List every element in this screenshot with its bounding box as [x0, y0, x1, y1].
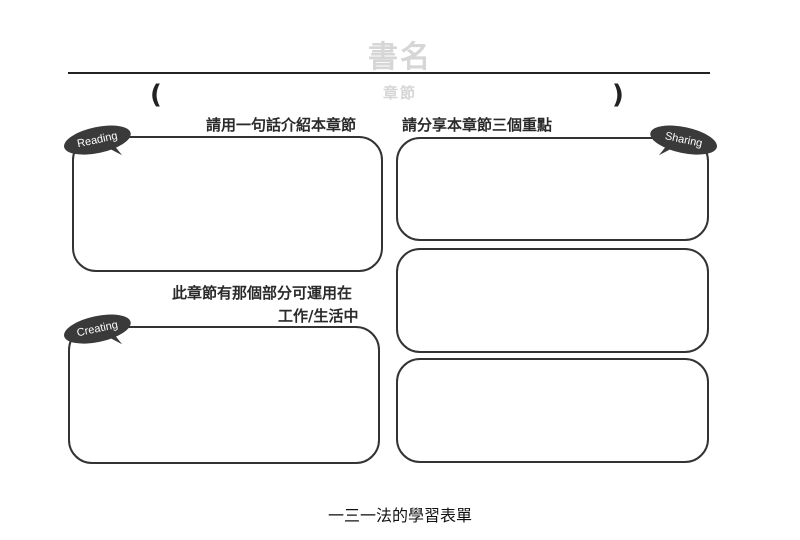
creating-speech-bubble-icon: Creating [60, 306, 136, 358]
book-title: 書名 [368, 40, 432, 75]
creating-answer-box[interactable] [68, 326, 380, 464]
worksheet-caption: 一三一法的學習表單 [327, 506, 472, 525]
sharing-speech-bubble-icon: Sharing [645, 117, 721, 169]
reading-speech-bubble-icon: Reading [60, 117, 136, 169]
intro-prompt: 請用一句話介紹本章節 [206, 116, 357, 134]
sharing-answer-box-2[interactable] [396, 248, 709, 353]
close-parenthesis: ) [612, 80, 624, 110]
apply-prompt-line2: 工作/生活中 [278, 307, 359, 325]
chapter-label: 章節 [382, 84, 417, 102]
apply-prompt-line1: 此章節有那個部分可運用在 [172, 284, 353, 302]
sharing-answer-box-1[interactable] [396, 137, 709, 241]
sharing-answer-box-3[interactable] [396, 358, 709, 463]
title-underline [68, 72, 710, 74]
share-prompt: 請分享本章節三個重點 [402, 116, 553, 134]
open-parenthesis: ( [150, 80, 162, 110]
reading-answer-box[interactable] [72, 136, 383, 272]
